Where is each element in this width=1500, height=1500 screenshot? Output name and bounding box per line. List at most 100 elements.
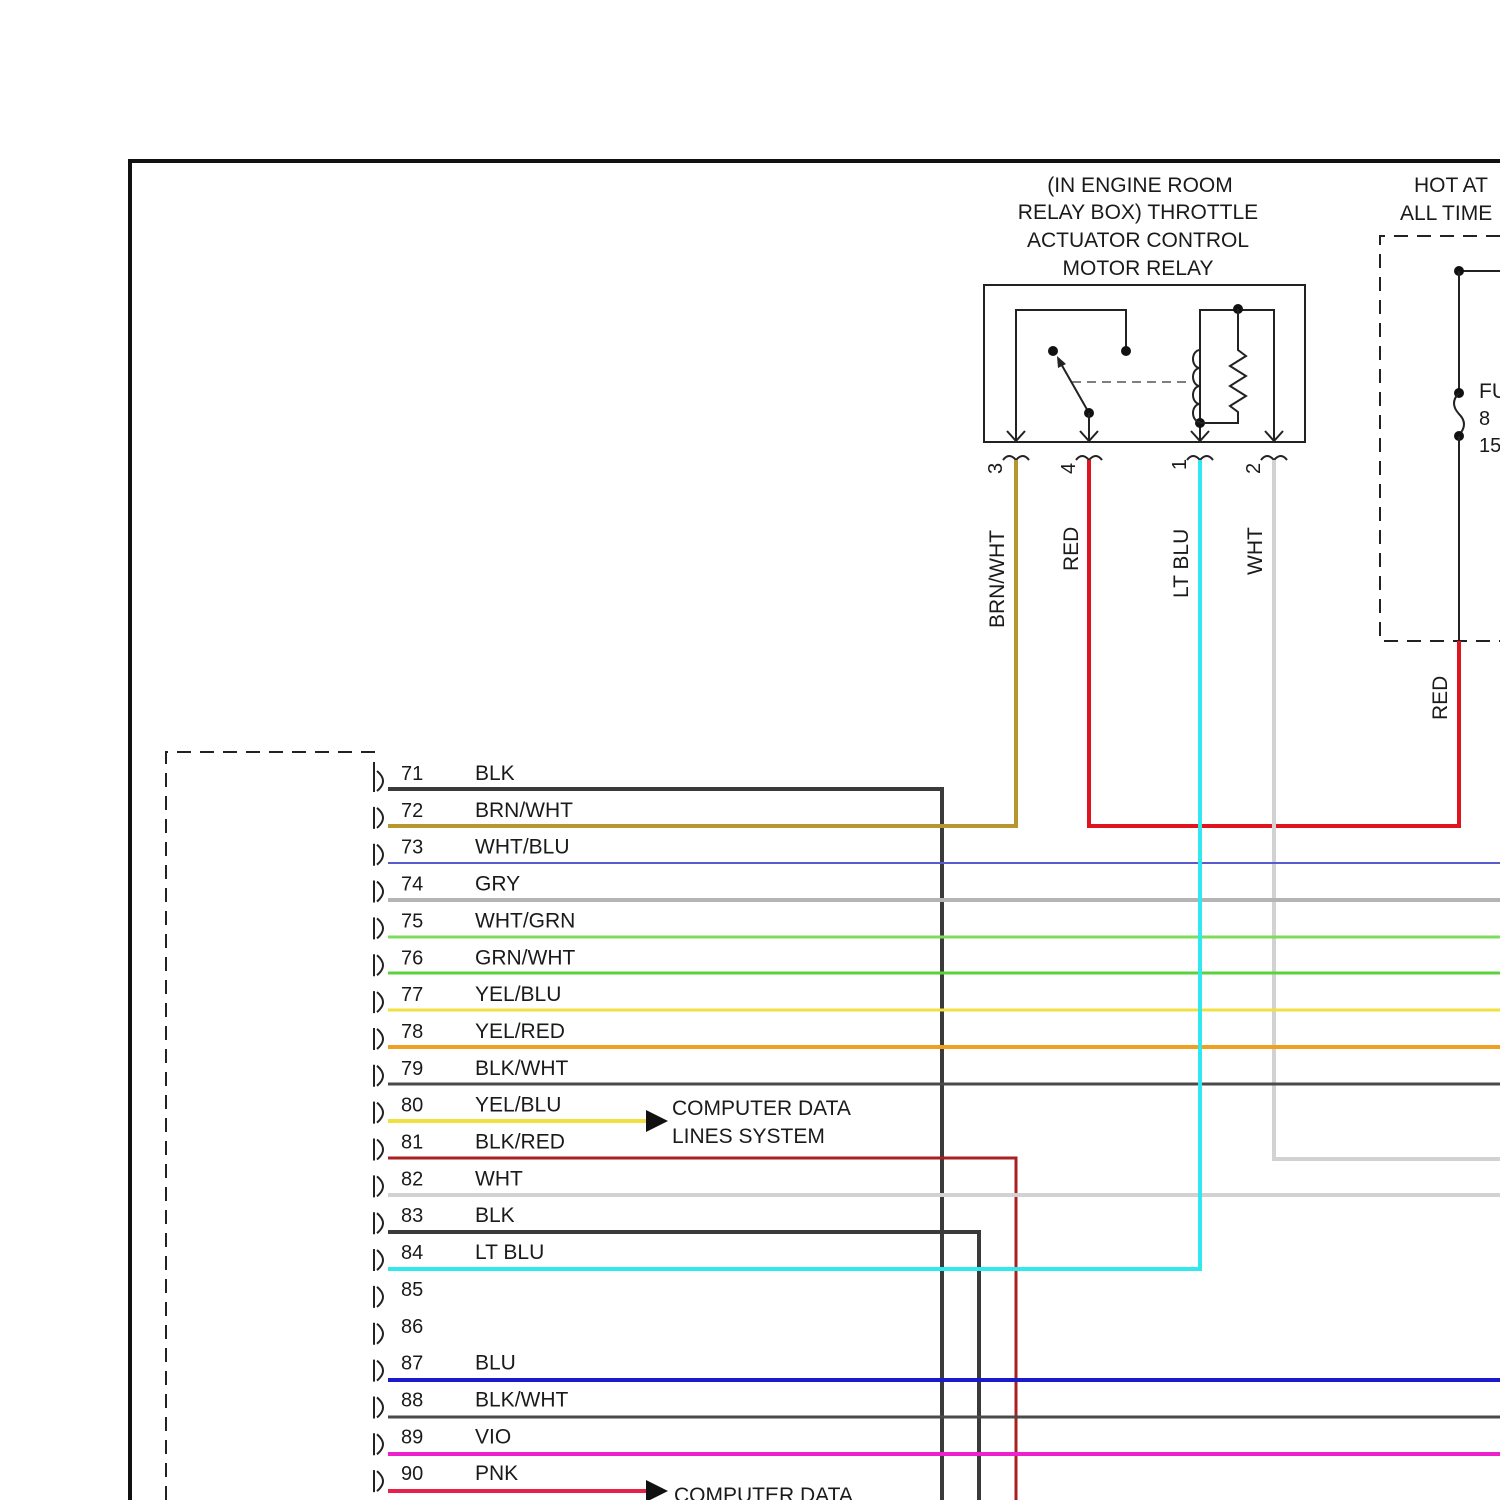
connector-pin-82-color: WHT (475, 1167, 523, 1190)
fuse-label-line-1: FU (1479, 380, 1500, 403)
relay-label-line-4: MOTOR RELAY (1063, 257, 1214, 280)
relay-pin-1: 1 (1169, 459, 1191, 470)
connector-pin-72-number: 72 (401, 800, 423, 822)
relay-wire-label-brn-wht: BRN/WHT (986, 530, 1009, 628)
relay-label-line-3: ACTUATOR CONTROL (1027, 229, 1249, 252)
connector-pin-89-terminal (374, 1433, 383, 1455)
connector-pin-76-color: GRN/WHT (475, 946, 575, 969)
connector-pin-71-number: 71 (401, 763, 423, 785)
connector-pin-85-number: 85 (401, 1279, 423, 1301)
connector-pin-75-terminal (374, 917, 383, 939)
connector-pin-75-color: WHT/GRN (475, 909, 575, 932)
connector-pin-72-terminal (374, 807, 383, 829)
connector-pin-83-number: 83 (401, 1205, 423, 1227)
connector-pin-79-terminal (374, 1065, 383, 1087)
relay-pin-4: 4 (1058, 463, 1080, 474)
fuse-box-label: HOT AT ALL TIME (1400, 174, 1492, 225)
connector-pin-75-number: 75 (401, 910, 423, 932)
relay-wire-label-wht: WHT (1244, 527, 1267, 575)
connector-pin-87-number: 87 (401, 1353, 423, 1375)
connector-pin-73-terminal (374, 844, 383, 866)
connector-pin-85-terminal (374, 1286, 383, 1308)
connector-pin-82-number: 82 (401, 1168, 423, 1190)
connector-pin-74-number: 74 (401, 874, 423, 896)
connector-pin-78-color: YEL/RED (475, 1020, 565, 1043)
wire-71-blk (388, 789, 942, 1500)
wires (388, 460, 1500, 1500)
computer-data-label-1-line-1: COMPUTER DATA (672, 1097, 851, 1120)
connector-pin-72-color: BRN/WHT (475, 799, 573, 822)
computer-data-arrow-1 (646, 1110, 668, 1132)
diagram-border (130, 161, 1500, 1500)
fuse-wire-label-red: RED (1429, 676, 1452, 720)
fuse-symbol (1454, 393, 1464, 435)
connector-pin-78-number: 78 (401, 1021, 423, 1043)
connector-pin-89-color: VIO (475, 1425, 511, 1448)
connector-pin-marks (374, 770, 383, 1492)
connector-pin-84-terminal (374, 1249, 383, 1271)
module-outline (166, 752, 374, 1500)
relay-label-line-2: RELAY BOX) THROTTLE (1018, 201, 1258, 224)
connector-pin-81-number: 81 (401, 1132, 423, 1154)
connector-pin-77-terminal (374, 991, 383, 1013)
connector-pin-83-terminal (374, 1212, 383, 1234)
connector-pin-76-number: 76 (401, 947, 423, 969)
computer-data-label-2-line-1: COMPUTER DATA (674, 1484, 853, 1500)
wire-wht-relay-pin2 (1274, 460, 1500, 1159)
connector-pin-88-terminal (374, 1396, 383, 1418)
relay-label: (IN ENGINE ROOM RELAY BOX) THROTTLE ACTU… (1018, 174, 1258, 280)
fuse-label-line-3: 15 (1479, 435, 1500, 457)
fuse-label-line-2: 8 (1479, 408, 1490, 430)
relay-wire-label-red: RED (1060, 527, 1083, 571)
connector-pin-78-terminal (374, 1028, 383, 1050)
fuse-box-label-line-2: ALL TIME (1400, 202, 1492, 225)
connector-pin-87-color: BLU (475, 1352, 516, 1375)
connector-pin-83-color: BLK (475, 1204, 515, 1227)
connector-pin-81-color: BLK/RED (475, 1131, 565, 1154)
connector-pin-87-terminal (374, 1360, 383, 1382)
connector-pin-81-terminal (374, 1139, 383, 1161)
connector-pin-90-color: PNK (475, 1462, 518, 1485)
relay-contact-fixed (1121, 346, 1131, 356)
computer-data-label-1-line-2: LINES SYSTEM (672, 1125, 825, 1148)
connector-pin-79-number: 79 (401, 1058, 423, 1080)
connector-pin-79-color: BLK/WHT (475, 1057, 569, 1080)
relay-switch-arrowhead (1057, 356, 1066, 368)
relay-pin-3: 3 (985, 463, 1007, 474)
relay-pin-2: 2 (1243, 463, 1265, 474)
connector-pin-88-color: BLK/WHT (475, 1388, 569, 1411)
connector-pin-89-number: 89 (401, 1426, 423, 1448)
connector-pin-74-terminal (374, 881, 383, 903)
connector-pin-71-terminal (374, 770, 383, 792)
connector-pin-86-terminal (374, 1323, 383, 1345)
relay-switch-wiring (1016, 310, 1126, 440)
connector-pin-74-color: GRY (475, 873, 520, 896)
connector-pin-86-number: 86 (401, 1316, 423, 1338)
relay-box (984, 285, 1305, 460)
connector-pin-90-terminal (374, 1470, 383, 1492)
fuse-box-label-line-1: HOT AT (1414, 174, 1488, 197)
connector-pin-84-color: LT BLU (475, 1241, 544, 1264)
connector-pin-80-terminal (374, 1102, 383, 1124)
connector-pin-90-number: 90 (401, 1463, 423, 1485)
connector-pin-80-color: YEL/BLU (475, 1094, 561, 1117)
relay-switch-arm (1060, 362, 1089, 413)
connector-pin-77-number: 77 (401, 984, 423, 1006)
connector-pin-73-number: 73 (401, 837, 423, 859)
relay-contact-nc (1048, 346, 1058, 356)
connector-pin-73-color: WHT/BLU (475, 836, 570, 859)
connector-pin-80-number: 80 (401, 1095, 423, 1117)
connector-pin-71-color: BLK (475, 762, 515, 785)
relay-label-line-1: (IN ENGINE ROOM (1047, 174, 1233, 197)
connector-pin-84-number: 84 (401, 1242, 423, 1264)
relay-coil-winding (1193, 350, 1200, 422)
connector-pin-76-terminal (374, 954, 383, 976)
connector-pin-82-terminal (374, 1175, 383, 1197)
computer-data-arrow-2 (646, 1480, 668, 1500)
connector-pin-88-number: 88 (401, 1389, 423, 1411)
relay-coil-resistor (1200, 309, 1246, 423)
connector-pin-77-color: YEL/BLU (475, 983, 561, 1006)
relay-outline (984, 285, 1305, 442)
